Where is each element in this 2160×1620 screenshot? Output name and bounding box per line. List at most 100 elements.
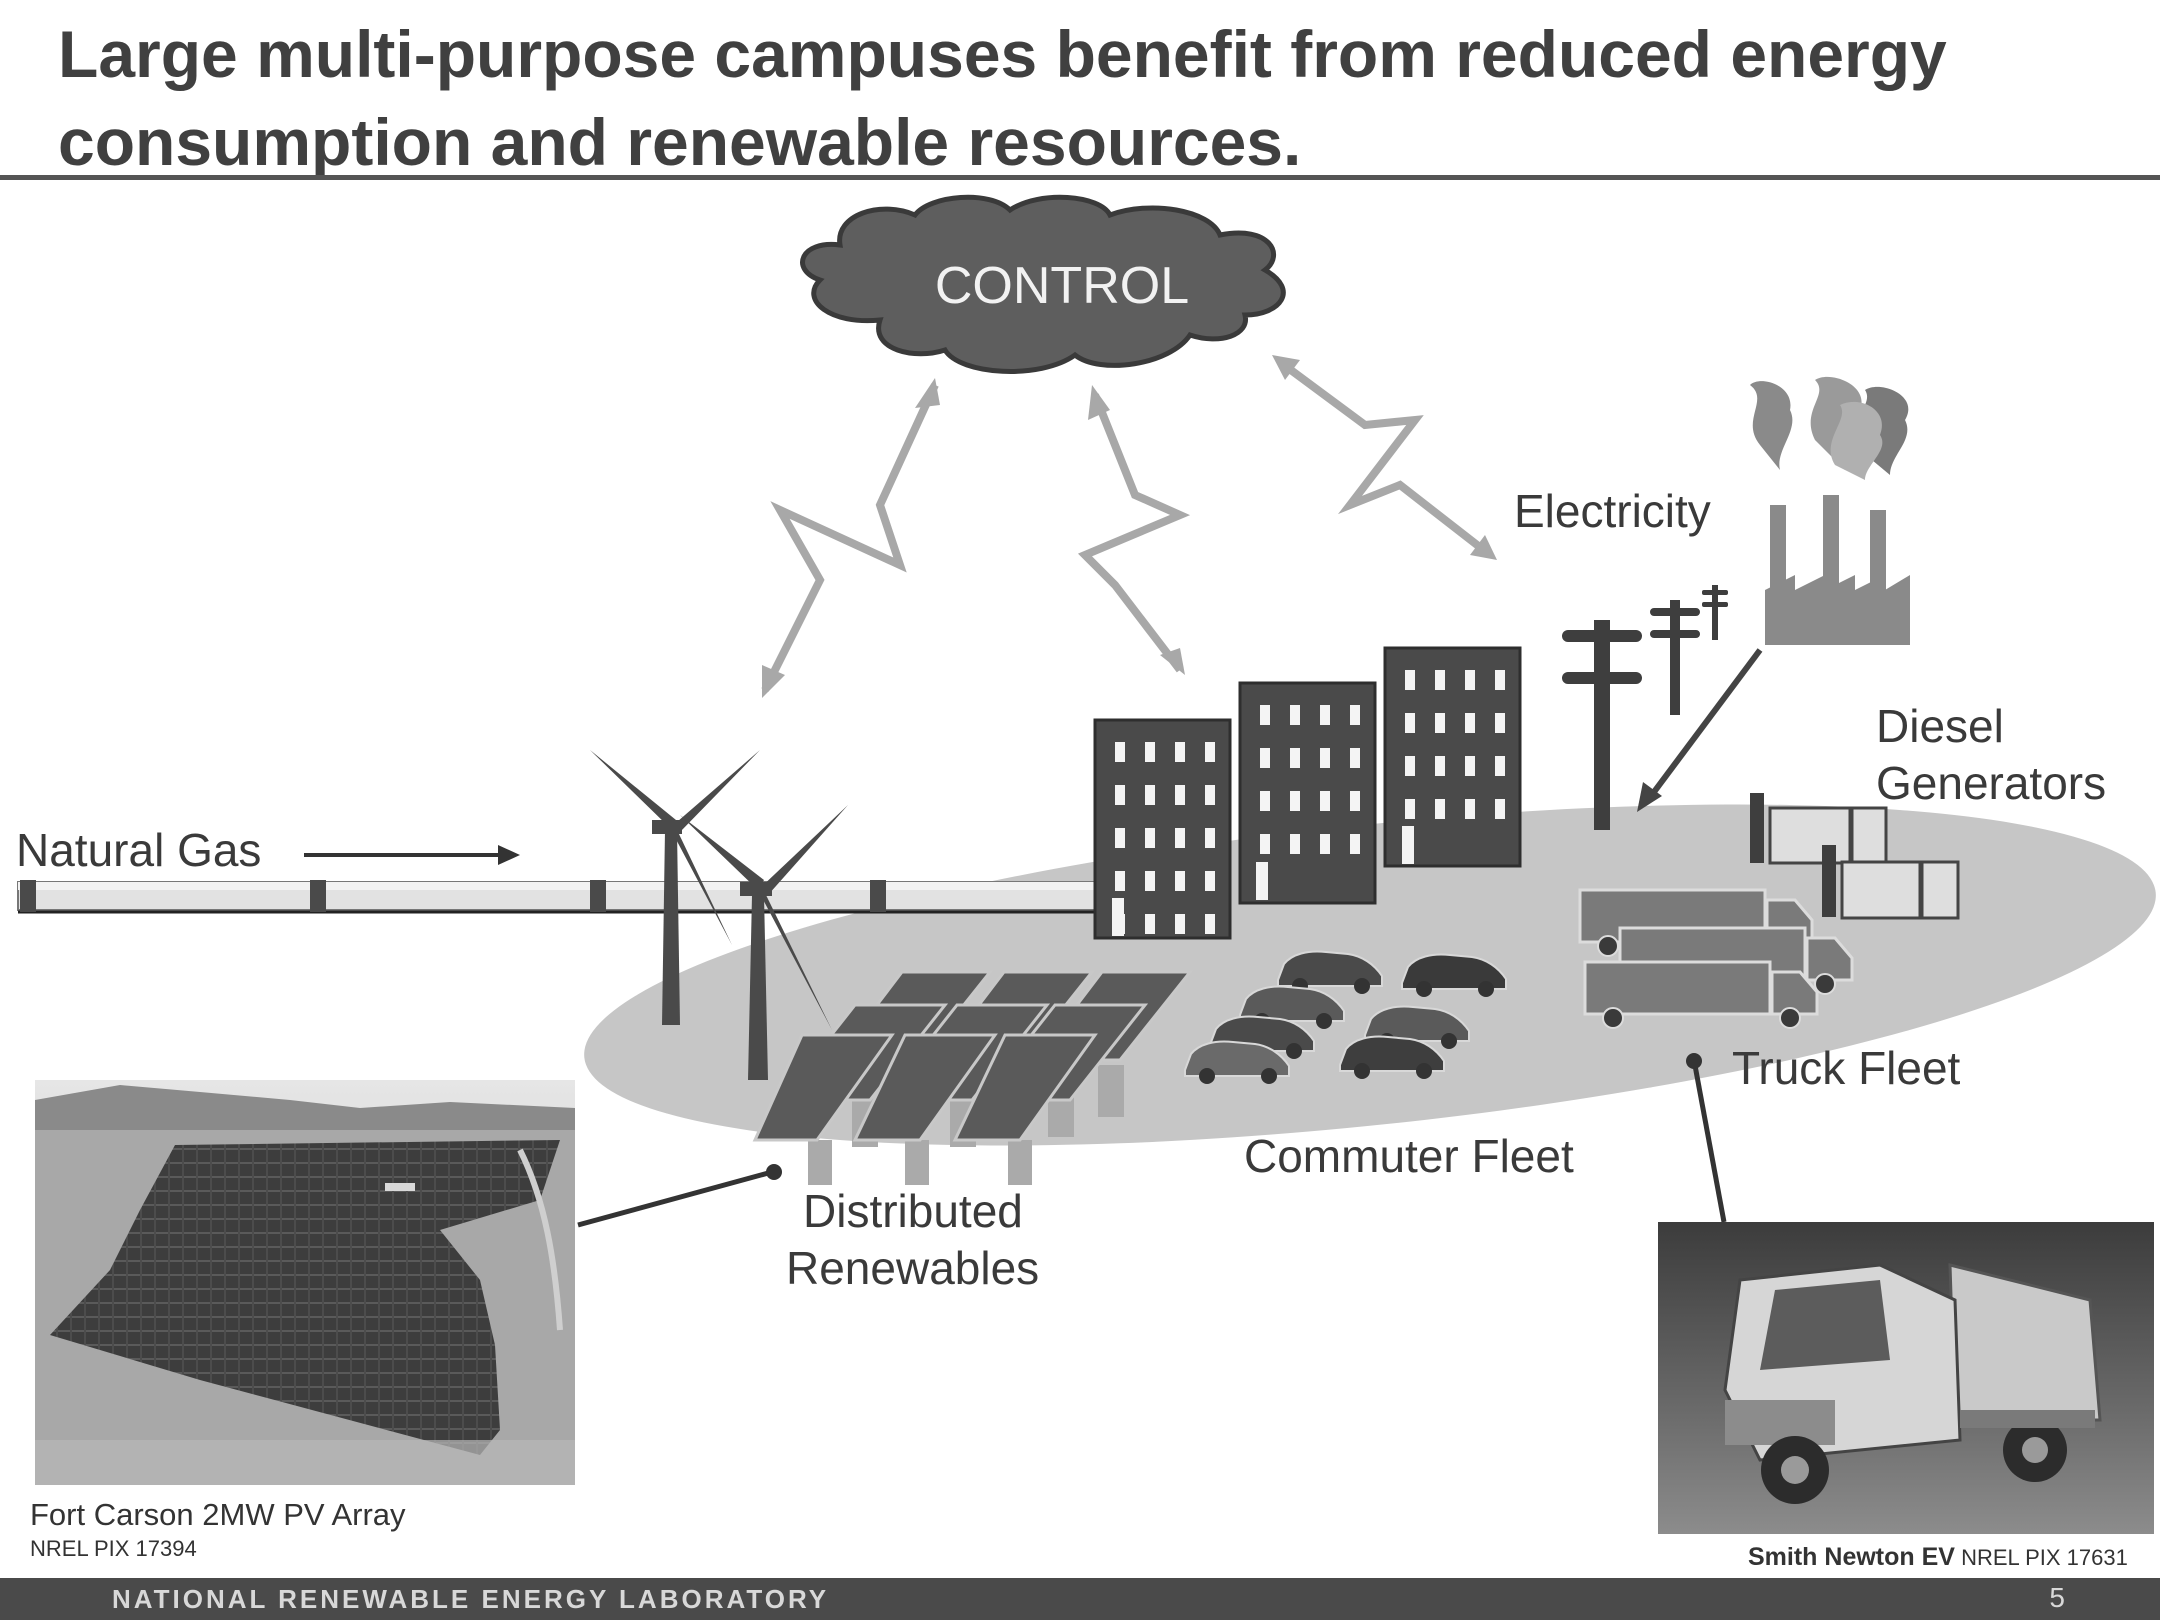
comm-arrow-wind-head-bottom (762, 665, 785, 698)
solar-panels-icon (752, 970, 1194, 1185)
window (1405, 670, 1415, 690)
slide-footer: NATIONAL RENEWABLE ENERGY LABORATORY 5 (0, 1578, 2160, 1620)
window (1350, 791, 1360, 811)
comm-arrow-wind-head-top (915, 378, 940, 408)
window (1205, 742, 1215, 762)
callout-ev (1686, 1053, 1727, 1223)
gas-flow-arrow-icon (304, 845, 520, 865)
window (1435, 713, 1445, 733)
window (1290, 791, 1300, 811)
window (1350, 748, 1360, 768)
window (1115, 828, 1125, 848)
gas-pipeline (17, 880, 1099, 914)
ev-photo-caption: Smith Newton EV NREL PIX 17631 (1748, 1543, 2128, 1572)
window (1260, 748, 1270, 768)
window (1495, 756, 1505, 776)
car-icon (1339, 1035, 1445, 1079)
pv-array-photo (35, 1080, 575, 1485)
distributed-renewables-label-line2: Renewables (786, 1242, 1040, 1294)
footer-org-name: NATIONAL RENEWABLE ENERGY LABORATORY (112, 1584, 830, 1614)
window (1495, 670, 1505, 690)
truck-fleet-label: Truck Fleet (1732, 1042, 1961, 1094)
natural-gas-label: Natural Gas (16, 824, 262, 876)
comm-arrow-buildings-head-bottom (1160, 648, 1185, 675)
window (1260, 705, 1270, 725)
comm-arrow-buildings-head-top (1088, 385, 1110, 420)
comm-arrow-wind (761, 383, 939, 692)
window (1175, 785, 1185, 805)
window (1405, 799, 1415, 819)
title-divider (0, 175, 2160, 180)
window (1405, 756, 1415, 776)
window (1205, 828, 1215, 848)
window (1115, 871, 1125, 891)
window (1290, 705, 1300, 725)
wind-turbine-back-icon (590, 750, 760, 1025)
window (1145, 914, 1155, 934)
diesel-generators-icon (1750, 793, 1960, 920)
control-cloud: CONTROL (800, 194, 1286, 374)
window (1350, 705, 1360, 725)
pv-photo-credit: NREL PIX 17394 (30, 1536, 197, 1561)
window (1495, 713, 1505, 733)
truck-icon (1583, 960, 1819, 1029)
slide-title: Large multi-purpose campuses benefit fro… (58, 17, 1947, 179)
window (1175, 914, 1185, 934)
ev-truck-photo (1658, 1222, 2154, 1534)
window (1320, 705, 1330, 725)
window (1205, 785, 1215, 805)
window (1290, 748, 1300, 768)
ev-photo-title: Smith Newton EV (1748, 1543, 1955, 1571)
commuter-fleet-label: Commuter Fleet (1244, 1130, 1574, 1182)
callout-pv (577, 1164, 782, 1228)
comm-arrow-grid (1277, 358, 1493, 559)
control-label: CONTROL (935, 257, 1189, 315)
door (1402, 826, 1414, 864)
window (1350, 834, 1360, 854)
window (1495, 799, 1505, 819)
diesel-label-line2: Generators (1876, 757, 2107, 809)
window (1435, 799, 1445, 819)
window (1145, 785, 1155, 805)
pv-photo-caption: Fort Carson 2MW PV Array (30, 1497, 406, 1532)
window (1465, 713, 1475, 733)
grid-feed-arrow-icon (1637, 648, 1763, 812)
window (1145, 828, 1155, 848)
window (1115, 785, 1125, 805)
window (1205, 914, 1215, 934)
window (1320, 791, 1330, 811)
window (1435, 756, 1445, 776)
window (1260, 791, 1270, 811)
window (1205, 871, 1215, 891)
window (1145, 742, 1155, 762)
window (1405, 713, 1415, 733)
comm-arrow-grid-head-bottom (1470, 535, 1497, 560)
comm-arrow-grid-head-top (1272, 355, 1300, 380)
window (1465, 670, 1475, 690)
window (1145, 871, 1155, 891)
power-plant-icon (1750, 376, 1910, 645)
commuter-cars (1184, 950, 1507, 1084)
window (1465, 799, 1475, 819)
building-windows (1112, 670, 1505, 936)
utility-poles-icon (1562, 585, 1728, 830)
distributed-renewables-label-line1: Distributed (803, 1185, 1023, 1237)
diesel-label-line1: Diesel (1876, 700, 2004, 752)
window (1465, 756, 1475, 776)
window (1175, 742, 1185, 762)
window (1320, 834, 1330, 854)
window (1175, 871, 1185, 891)
window (1320, 748, 1330, 768)
car-icon (1401, 953, 1507, 997)
wind-turbine-front-icon (680, 805, 848, 1080)
truck-fleet-icons (1578, 888, 1854, 1029)
door (1256, 862, 1268, 900)
door (1112, 898, 1124, 936)
window (1175, 828, 1185, 848)
window (1260, 834, 1270, 854)
car-icon (1184, 1040, 1290, 1084)
window (1115, 742, 1125, 762)
window (1435, 670, 1445, 690)
window (1290, 834, 1300, 854)
